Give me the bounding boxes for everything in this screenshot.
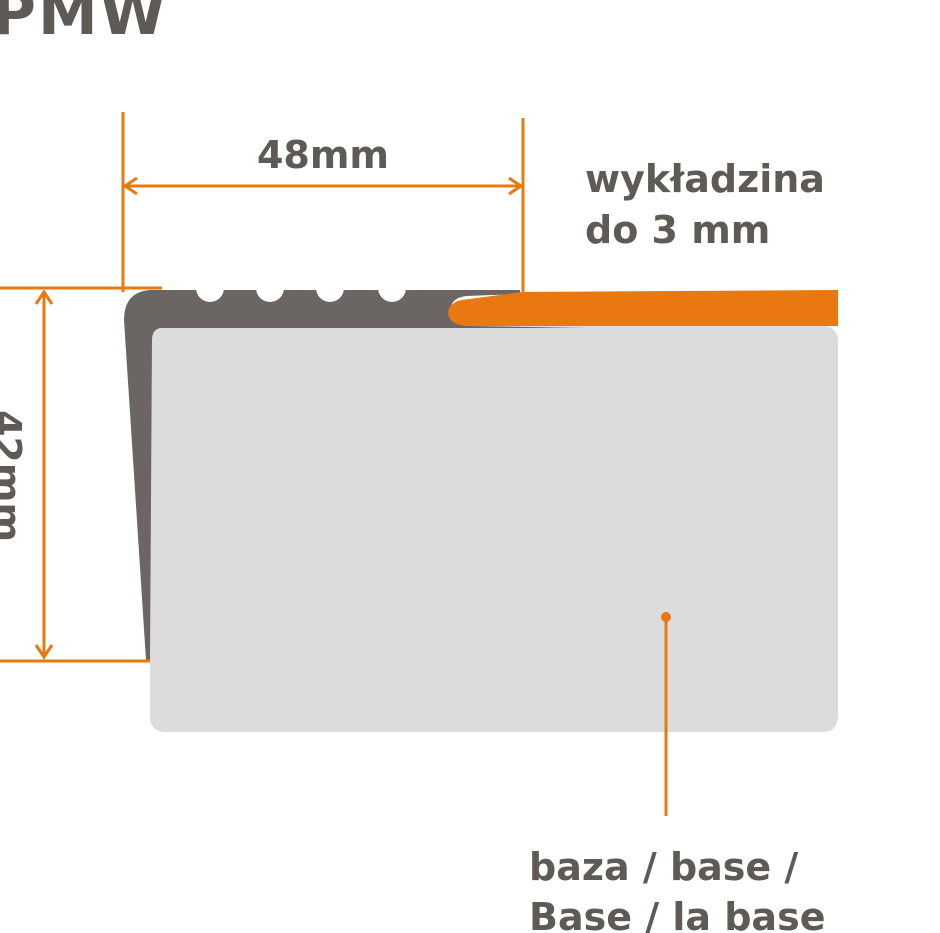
- height-dimension: [0, 286, 162, 663]
- carpet-strip: [448, 290, 838, 326]
- base-callout: [661, 612, 671, 816]
- width-dimension-label: 48mm: [257, 133, 389, 177]
- carpet-label-line2: do 3 mm: [585, 208, 770, 252]
- stair-nosing-profile: [124, 290, 585, 660]
- grip-grooves: [196, 274, 406, 302]
- base-block: [150, 326, 838, 732]
- base-label-line1: baza / base /: [529, 845, 798, 889]
- carpet-label-line1: wykładzina: [585, 157, 825, 201]
- width-dimension: [121, 112, 525, 292]
- page-title: PMW: [0, 0, 168, 49]
- height-dimension-label: 42mm: [0, 410, 29, 542]
- base-label-line2: Base / la base: [529, 895, 825, 933]
